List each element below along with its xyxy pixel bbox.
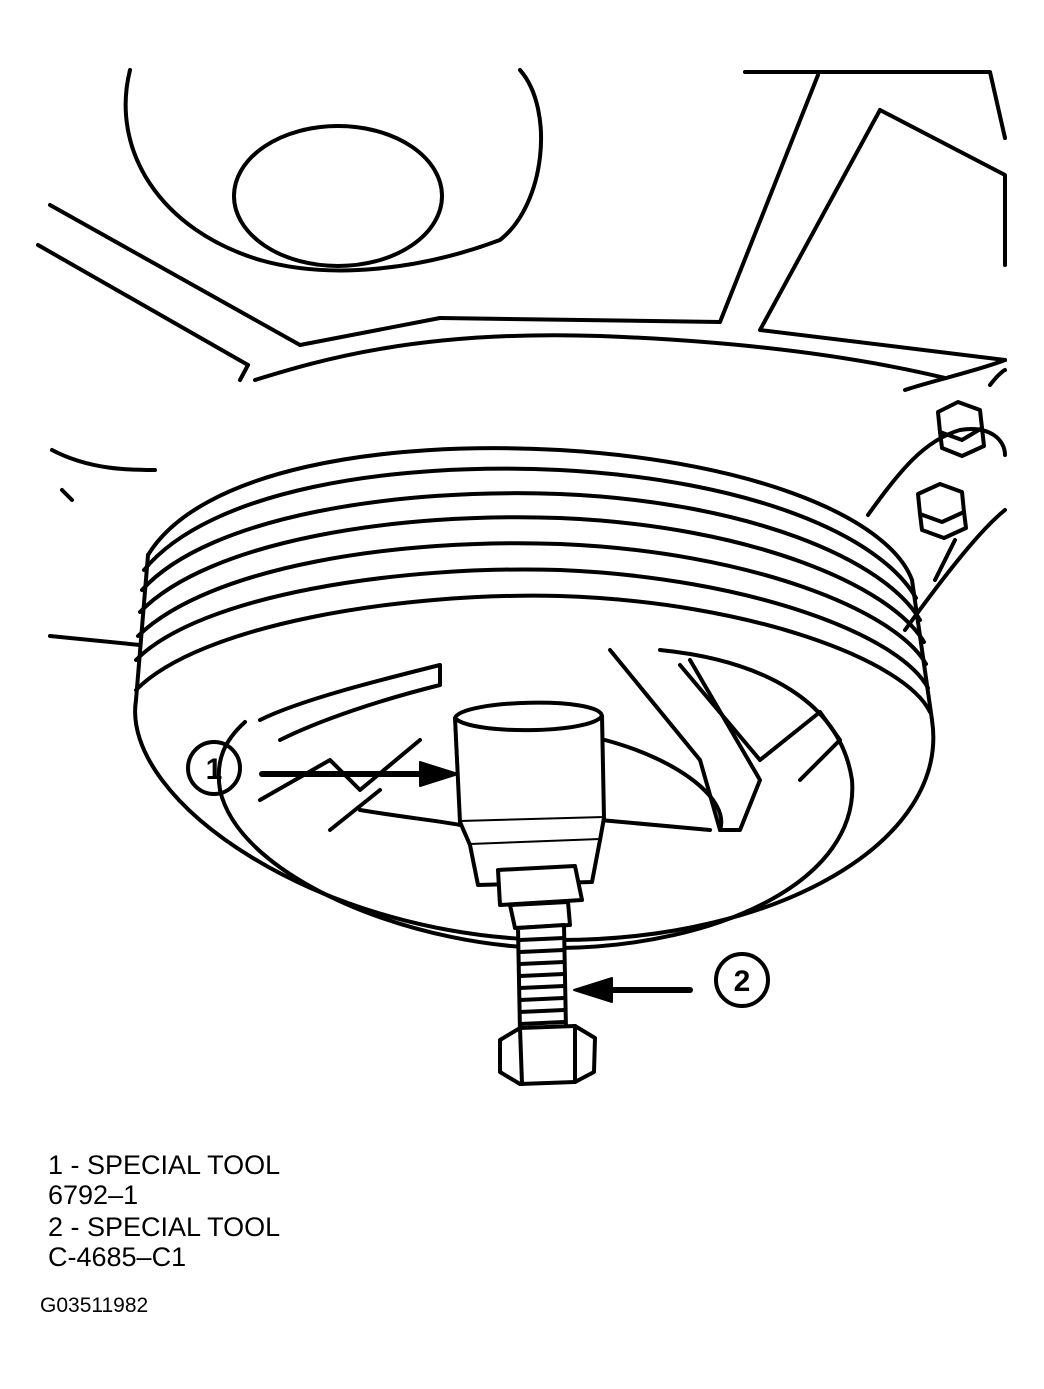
figure-id: G03511982 — [40, 1294, 149, 1317]
legend-item-1-label: 1 - SPECIAL TOOL — [48, 1150, 281, 1180]
callout-2: 2 — [573, 952, 770, 1008]
mounting-bracket — [866, 358, 1007, 632]
special-tool-1 — [453, 700, 606, 887]
legend-item-2-part-number: C-4685–C1 — [48, 1242, 187, 1272]
bolt-lower — [916, 482, 968, 540]
callout-1: 1 — [186, 740, 459, 796]
special-tool-2 — [496, 864, 597, 1086]
legend-item-1-part-number: 6792–1 — [48, 1180, 139, 1210]
callout-1-number: 1 — [206, 753, 223, 786]
callout-2-number: 2 — [734, 965, 751, 998]
bolt-upper — [936, 400, 986, 458]
pulley-installation-diagram: 1 2 — [36, 68, 1007, 1086]
crankshaft-pulley — [133, 446, 936, 951]
legend-item-2-label: 2 - SPECIAL TOOL — [48, 1212, 281, 1242]
engine-front-cover — [36, 68, 1007, 647]
